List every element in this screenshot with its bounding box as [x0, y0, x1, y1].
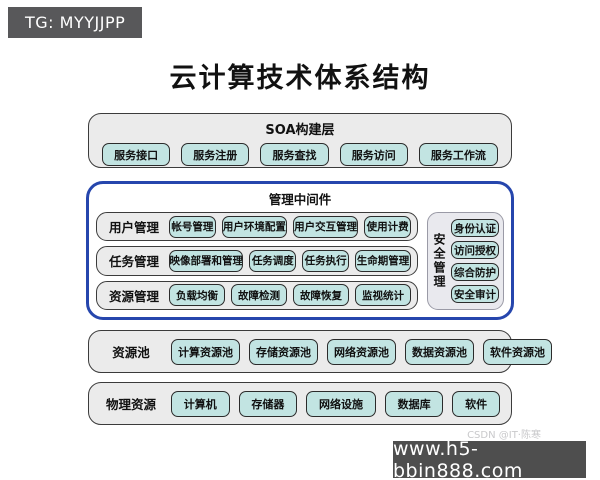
- soa-items-row: 服务接口 服务注册 服务查找 服务访问 服务工作流: [102, 143, 499, 166]
- pool-item: 存储资源池: [249, 338, 318, 365]
- security-item: 综合防护: [451, 263, 499, 281]
- physical-item: 存储器: [238, 390, 298, 417]
- row-item: 帐号管理: [169, 215, 216, 238]
- physical-label: 物理资源: [105, 397, 156, 412]
- security-panel: 安全管理 身份认证 访问授权 综合防护 安全审计: [427, 212, 504, 310]
- soa-item: 服务注册: [181, 143, 250, 166]
- row-item: 监视统计: [355, 284, 411, 307]
- security-item: 访问授权: [451, 241, 499, 259]
- middleware-body: 用户管理 帐号管理 用户环境配置 用户交互管理 使用计费 任务管理 映像部署和管…: [96, 212, 504, 310]
- middleware-rows: 用户管理 帐号管理 用户环境配置 用户交互管理 使用计费 任务管理 映像部署和管…: [96, 212, 418, 310]
- pool-item: 计算资源池: [171, 338, 240, 365]
- pool-item: 软件资源池: [483, 338, 552, 365]
- middleware-panel: 管理中间件 用户管理 帐号管理 用户环境配置 用户交互管理 使用计费 任务管理 …: [86, 181, 514, 320]
- footer-bar: www.h5-bbin888.com: [393, 437, 586, 480]
- row-item: 故障恢复: [293, 284, 349, 307]
- soa-item: 服务访问: [339, 143, 408, 166]
- row-item: 故障检测: [231, 284, 287, 307]
- row-item: 负载均衡: [169, 284, 225, 307]
- soa-item: 服务工作流: [418, 143, 499, 166]
- csdn-watermark: CSDN @IT·陈寒: [467, 430, 541, 441]
- pool-item: 数据资源池: [405, 338, 474, 365]
- soa-item: 服务接口: [102, 143, 171, 166]
- physical-resources-panel: 物理资源 计算机 存储器 网络设施 数据库 软件: [88, 382, 512, 425]
- soa-layer-panel: SOA构建层 服务接口 服务注册 服务查找 服务访问 服务工作流: [88, 113, 512, 168]
- row-item: 任务调度: [249, 249, 297, 272]
- row-item: 任务执行: [302, 249, 349, 272]
- tg-badge: TG: MYYJJPP: [8, 7, 143, 38]
- row-item: 使用计费: [364, 215, 411, 238]
- resource-management-row: 资源管理 负载均衡 故障检测 故障恢复 监视统计: [96, 280, 418, 310]
- security-label: 安全管理: [432, 233, 446, 289]
- pool-item: 网络资源池: [327, 338, 396, 365]
- soa-item: 服务查找: [260, 143, 329, 166]
- security-items: 身份认证 访问授权 综合防护 安全审计: [451, 219, 499, 303]
- row-label: 用户管理: [108, 220, 159, 236]
- row-label: 资源管理: [108, 288, 159, 304]
- row-item: 生命期管理: [355, 249, 411, 272]
- resource-pool-panel: 资源池 计算资源池 存储资源池 网络资源池 数据资源池 软件资源池: [88, 330, 552, 373]
- page-title: 云计算技术体系结构: [169, 63, 431, 94]
- security-item: 身份认证: [451, 219, 499, 237]
- soa-heading: SOA构建层: [265, 123, 335, 138]
- physical-item: 软件: [452, 390, 500, 417]
- physical-item: 数据库: [384, 390, 444, 417]
- task-management-row: 任务管理 映像部署和管理 任务调度 任务执行 生命期管理: [96, 246, 418, 276]
- row-item: 用户环境配置: [221, 215, 287, 238]
- physical-item: 计算机: [171, 390, 230, 417]
- footer-url: www.h5-bbin888.com: [393, 437, 523, 480]
- physical-item: 网络设施: [306, 390, 376, 417]
- row-item: 映像部署和管理: [169, 249, 244, 272]
- row-item: 用户交互管理: [293, 215, 359, 238]
- user-management-row: 用户管理 帐号管理 用户环境配置 用户交互管理 使用计费: [96, 212, 418, 242]
- row-label: 任务管理: [108, 254, 159, 270]
- middleware-heading: 管理中间件: [268, 192, 332, 207]
- security-item: 安全审计: [451, 285, 499, 303]
- pool-label: 资源池: [112, 345, 150, 360]
